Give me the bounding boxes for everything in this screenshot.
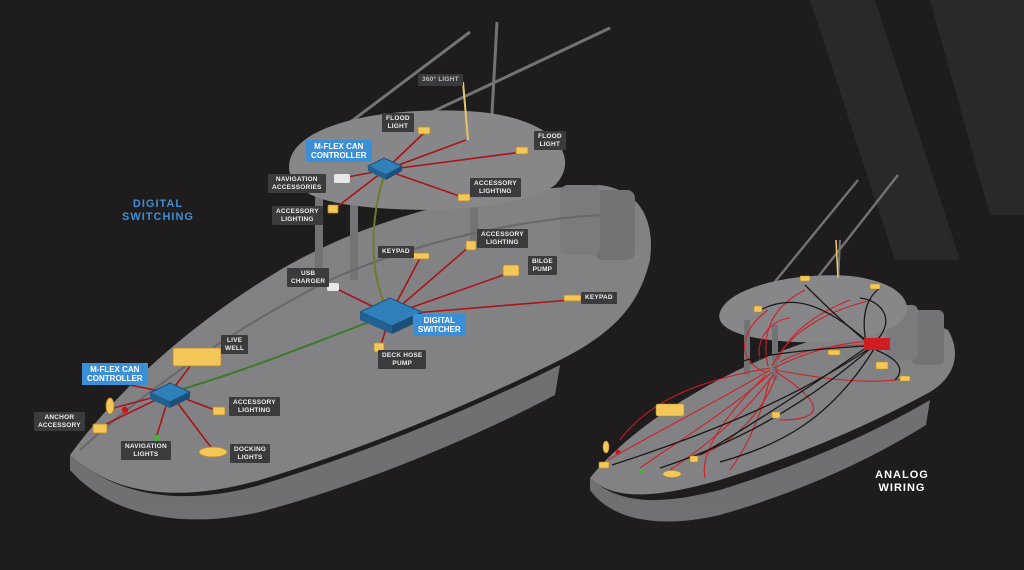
navigation-accessories-fixture xyxy=(334,174,350,183)
label-docking-lights: DOCKING LIGHTS xyxy=(230,444,271,463)
analog-nav-light-green xyxy=(638,468,644,474)
lower-can-module-side xyxy=(150,393,170,408)
docking-lights-fixture xyxy=(198,446,228,458)
upper-can-module-side xyxy=(386,166,402,180)
accessory-lighting-mid-fixture xyxy=(465,240,477,251)
bow-light-fixture xyxy=(105,397,115,415)
nav-light-red xyxy=(121,406,129,414)
background-band xyxy=(810,0,960,260)
usb-charger-fixture xyxy=(327,283,339,291)
keypad-mid-fixture xyxy=(412,252,430,260)
analog-wiring-title: ANALOG WIRING xyxy=(875,469,929,494)
live-well-fixture xyxy=(172,347,222,367)
keypad-right-fixture xyxy=(563,294,582,302)
analog-wires-black xyxy=(611,284,901,469)
label-anchor-accessory: ANCHOR ACCESSORY xyxy=(34,412,85,431)
accessory-lighting-top-left-fixture xyxy=(327,204,339,214)
analog-fuse-block xyxy=(864,338,890,350)
lower-can-module-side xyxy=(170,392,190,408)
analog-boat xyxy=(590,174,955,522)
digital-switcher-module-side xyxy=(360,312,392,334)
label-flood-light-left: FLOOD LIGHT xyxy=(382,113,414,132)
label-accessory-lighting-top-left: ACCESSORY LIGHTING xyxy=(272,206,323,225)
upper-can-module-side xyxy=(368,166,386,180)
accessory-lighting-top-right-fixture xyxy=(457,193,471,202)
label-m-flex-can-controller-lower: M-FLEX CAN CONTROLLER xyxy=(82,363,148,385)
analog-fixtures xyxy=(598,275,911,478)
bilge-pump-fixture xyxy=(502,264,520,277)
label-m-flex-can-controller-upper: M-FLEX CAN CONTROLLER xyxy=(306,140,372,162)
digital-switching-title: DIGITAL SWITCHING xyxy=(122,198,194,223)
label-accessory-lighting-low: ACCESSORY LIGHTING xyxy=(229,397,280,416)
label-bilge-pump: BILGE PUMP xyxy=(528,256,557,275)
can-backbone xyxy=(171,314,389,393)
label-deck-hose-pump: DECK HOSE PUMP xyxy=(378,350,427,369)
label-live-well: LIVE WELL xyxy=(221,335,249,354)
nav-light-green xyxy=(153,434,161,442)
label-360-light: 360° LIGHT xyxy=(418,74,463,86)
label-keypad-mid: KEYPAD xyxy=(378,246,414,258)
accessory-lighting-low-fixture xyxy=(212,406,226,416)
anchor-accessory-fixture xyxy=(92,423,108,434)
label-keypad-right: KEYPAD xyxy=(581,292,617,304)
can-backbone xyxy=(372,171,389,313)
label-accessory-lighting-top-right: ACCESSORY LIGHTING xyxy=(470,178,521,197)
background-band xyxy=(930,0,1024,215)
label-accessory-lighting-mid: ACCESSORY LIGHTING xyxy=(477,229,528,248)
label-digital-switcher: DIGITAL SWITCHER xyxy=(413,314,466,336)
analog-nav-light-red xyxy=(615,449,621,455)
label-flood-light-right: FLOOD LIGHT xyxy=(534,131,566,150)
label-navigation-accessories: NAVIGATION ACCESSORIES xyxy=(268,174,326,193)
flood-light-right xyxy=(515,146,529,155)
modules xyxy=(148,157,424,408)
label-usb-charger: USB CHARGER xyxy=(287,268,330,287)
flood-light-left xyxy=(417,126,431,135)
label-navigation-lights: NAVIGATION LIGHTS xyxy=(121,441,171,460)
fixtures xyxy=(92,126,582,458)
